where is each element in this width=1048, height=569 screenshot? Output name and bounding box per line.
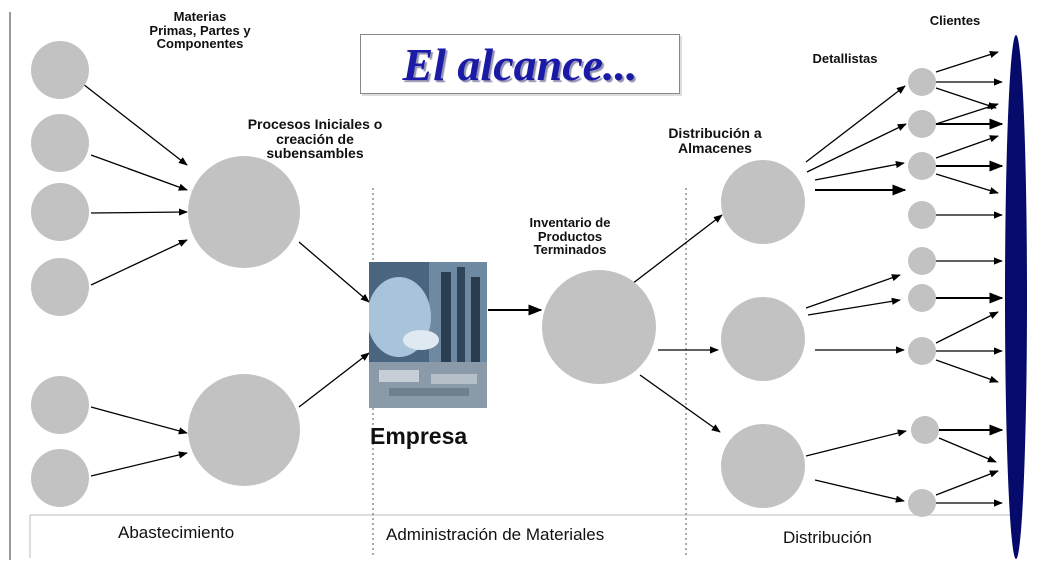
raw-material-node [31,114,89,172]
flow-arrow [90,208,188,216]
label-clientes: Clientes [929,13,981,28]
flow-arrow [935,103,999,125]
diagram-title: El alcance... [402,38,638,90]
retailer-node [908,489,936,517]
flow-arrow [935,359,999,383]
retailer-node [911,416,939,444]
flow-arrow [814,479,905,503]
section-administracion: Administración de Materiales [386,525,605,544]
raw-material-node [31,183,89,241]
retailer-node [908,337,936,365]
flow-arrow [938,437,997,463]
flow-arrow [935,87,997,109]
section-abastecimiento: Abastecimiento [118,523,235,542]
label-distribucion-almacenes: Distribución a Almacenes [668,125,762,156]
flow-arrow [935,51,999,73]
retailer-node [908,201,936,229]
label-materias: Materias Primas, Partes y Componentes [149,9,251,52]
flow-arrow [298,352,370,408]
retailer-node [908,110,936,138]
warehouse-node [721,297,805,381]
flow-arrow [935,470,999,496]
retailer-node [908,247,936,275]
title-box: El alcance... [360,34,680,94]
process-node [188,156,300,268]
inventory-node [542,270,656,384]
flow-arrow [90,239,188,286]
retailer-node [908,68,936,96]
label-inventario: Inventario de Productos Terminados [529,215,611,258]
flow-arrow [807,297,901,316]
flow-arrow [82,83,188,166]
raw-material-node [31,258,89,316]
retailer-node [908,152,936,180]
flow-arrow [627,214,723,288]
warehouse-node [721,160,805,244]
flow-arrow [298,241,370,303]
flow-arrow [806,123,907,173]
flow-arrow [805,85,906,163]
warehouse-node [721,424,805,508]
flow-arrow [935,311,999,344]
raw-material-node [31,449,89,507]
raw-material-node [31,376,89,434]
retailer-node [908,284,936,312]
factory-worker-photo [369,262,487,408]
flow-arrow [935,135,999,159]
raw-material-node [31,41,89,99]
flow-arrow [935,173,999,195]
flow-arrow [90,451,188,477]
section-distribucion: Distribución [783,528,872,547]
clientes-ellipse [1005,35,1027,559]
flow-arrow [90,154,188,191]
flow-arrow [814,160,905,181]
label-detallistas: Detallistas [812,51,878,66]
flow-arrow [639,374,721,433]
flow-arrow [90,406,188,435]
process-node [188,374,300,486]
flow-arrow [805,429,907,457]
flow-arrow [805,274,901,309]
label-procesos: Procesos Iniciales o creación de subensa… [247,116,383,162]
label-empresa: Empresa [370,423,468,449]
